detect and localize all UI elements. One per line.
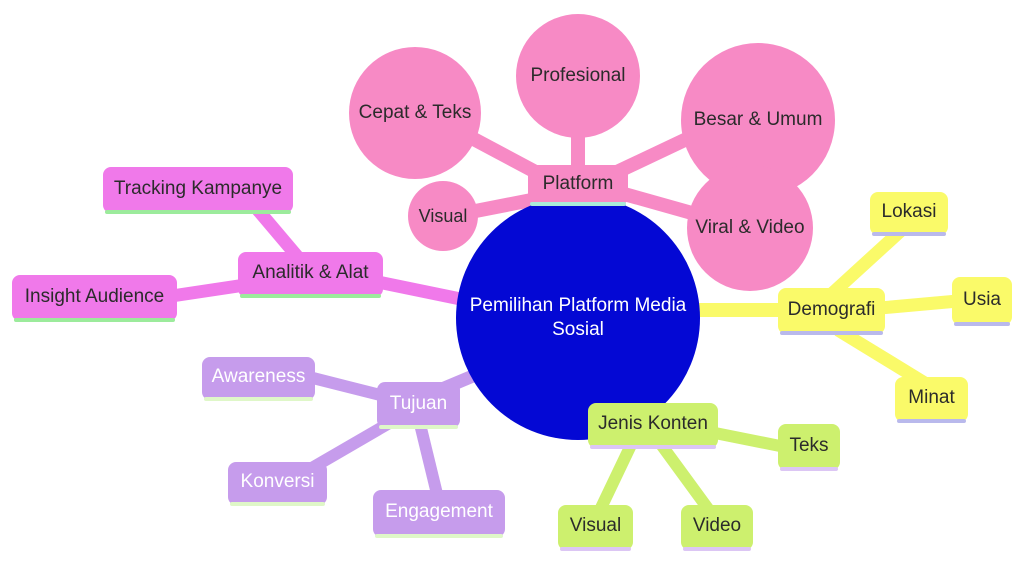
konversi-label: Konversi <box>240 471 315 493</box>
engagement-label: Engagement <box>385 501 493 523</box>
node-minat[interactable]: Minat <box>895 377 968 423</box>
node-profesional[interactable]: Profesional <box>516 14 640 138</box>
node-tracking-kampanye[interactable]: Tracking Kampanye <box>103 167 293 214</box>
node-insight-audience[interactable]: Insight Audience <box>12 275 177 322</box>
node-platform[interactable]: Platform <box>528 165 628 206</box>
node-lokasi[interactable]: Lokasi <box>870 192 948 236</box>
insight-audience-label: Insight Audience <box>24 285 165 307</box>
minat-label: Minat <box>908 387 955 409</box>
node-visual-konten[interactable]: Visual <box>558 505 633 551</box>
node-konversi[interactable]: Konversi <box>228 462 327 506</box>
node-cepat-teks[interactable]: Cepat & Teks <box>349 47 481 179</box>
node-viral-video[interactable]: Viral & Video <box>687 165 813 291</box>
besar-umum-label: Besar & Umum <box>693 109 823 131</box>
node-video[interactable]: Video <box>681 505 753 551</box>
demografi-label: Demografi <box>787 298 876 320</box>
node-analitik-alat[interactable]: Analitik & Alat <box>238 252 383 298</box>
node-tujuan[interactable]: Tujuan <box>377 382 460 429</box>
link-jenis-video <box>655 439 714 514</box>
teks-label: Teks <box>789 434 829 456</box>
cepat-teks-label: Cepat & Teks <box>358 102 472 124</box>
node-awareness[interactable]: Awareness <box>202 357 315 401</box>
tracking-kampanye-label: Tracking Kampanye <box>113 177 283 199</box>
platform-label: Platform <box>542 172 614 194</box>
lokasi-label: Lokasi <box>881 201 937 223</box>
node-demografi[interactable]: Demografi <box>778 288 885 335</box>
node-visual-platform[interactable]: Visual <box>408 181 478 251</box>
link-tujuan-engagement <box>414 422 444 500</box>
link-jenis-visual <box>594 440 638 513</box>
node-usia[interactable]: Usia <box>952 277 1012 326</box>
node-center-topic[interactable]: Pemilihan Platform Media Sosial <box>456 196 700 440</box>
node-jenis-konten[interactable]: Jenis Konten <box>588 403 718 449</box>
awareness-label: Awareness <box>211 366 306 388</box>
jenis-konten-label: Jenis Konten <box>598 413 708 435</box>
link-demografi-usia <box>879 294 959 315</box>
node-teks[interactable]: Teks <box>778 424 840 471</box>
node-engagement[interactable]: Engagement <box>373 490 505 538</box>
usia-label: Usia <box>962 288 1001 310</box>
visual-konten-label: Visual <box>569 515 622 537</box>
visual-platform-label: Visual <box>418 205 468 226</box>
analitik-alat-label: Analitik & Alat <box>252 262 369 284</box>
link-analitik-insight <box>164 278 246 304</box>
center-topic-label: Pemilihan Platform Media Sosial <box>469 295 687 340</box>
viral-video-label: Viral & Video <box>695 217 805 239</box>
profesional-label: Profesional <box>530 65 626 87</box>
video-label: Video <box>692 515 742 537</box>
link-demografi-lokasi <box>820 221 911 305</box>
link-demografi-minat <box>834 324 932 391</box>
tujuan-label: Tujuan <box>389 392 448 414</box>
